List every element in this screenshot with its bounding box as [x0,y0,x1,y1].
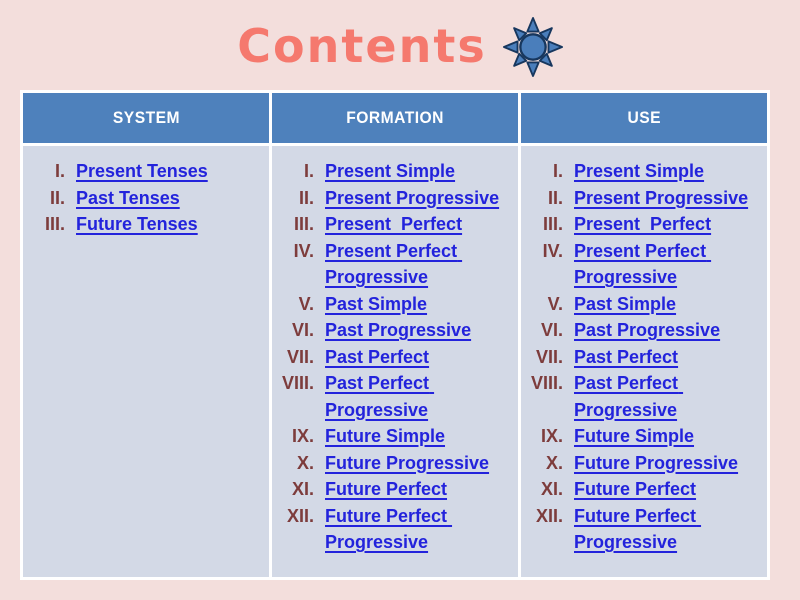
list-item: XII. Future Perfect Progressive [521,503,763,556]
item-numeral: I. [552,161,563,181]
page-title: Contents [237,19,487,73]
item-numeral: VIII. [281,373,314,393]
list-item: XI. Future Perfect [521,476,763,503]
item-numeral: VI. [540,320,563,340]
content-link[interactable]: Future Perfect Progressive [574,505,702,553]
header-system-label: SYSTEM [112,108,180,127]
list-item: VII. Past Perfect [521,344,763,371]
list-item: III. Future Tenses [23,211,265,238]
item-numeral: IX. [540,426,563,446]
content-link[interactable]: Past Perfect [325,346,430,367]
list-item: X. Future Progressive [272,450,514,477]
item-numeral: II. [547,187,563,208]
content-link[interactable]: Present Perfect [574,214,712,234]
list-item: IV. Present Perfect Progressive [521,238,763,291]
list-item: VI. Past Progressive [272,317,514,344]
list-item: I. Present Simple [521,158,763,185]
list-item: X. Future Progressive [521,450,763,477]
list-item: II. Past Tenses [23,185,265,212]
content-link[interactable]: Future Progressive [325,452,490,473]
content-link[interactable]: Present Progressive [574,187,749,208]
content-link[interactable]: Past Simple [574,293,677,314]
item-numeral: III. [293,214,314,234]
content-link[interactable]: Future Perfect [574,479,697,499]
content-link[interactable]: Past Simple [325,293,428,314]
list-item: VIII. Past Perfect Progressive [521,370,763,423]
list-item: IX. Future Simple [272,423,514,450]
item-numeral: VI. [291,320,314,340]
list-item: V. Past Simple [521,291,763,318]
item-numeral: VII. [286,346,314,367]
content-link[interactable]: Present Perfect Progressive [325,240,463,288]
header-system: SYSTEM [23,93,269,143]
item-numeral: V. [298,293,314,314]
content-link[interactable]: Future Perfect Progressive [325,505,453,553]
content-link[interactable]: Present Simple [325,161,456,181]
item-numeral: XII. [535,505,563,526]
content-link[interactable]: Past Progressive [325,320,472,340]
header-use-label: USE [627,108,661,127]
content-link[interactable]: Future Simple [325,426,446,446]
content-link[interactable]: Future Simple [574,426,695,446]
title-row: Contents [0,6,800,86]
list-item: IX. Future Simple [521,423,763,450]
content-link[interactable]: Present Simple [574,161,705,181]
content-link[interactable]: Present Perfect [325,214,463,234]
content-link[interactable]: Future Progressive [574,452,739,473]
content-link[interactable]: Present Perfect Progressive [574,240,712,288]
item-numeral: X. [545,452,563,473]
list-item: I. Present Tenses [23,158,265,185]
list-item: III. Present Perfect [521,211,763,238]
item-numeral: II. [298,187,314,208]
item-numeral: III. [542,214,563,234]
list-item: I. Present Simple [272,158,514,185]
item-numeral: V. [547,293,563,314]
item-numeral: IX. [291,426,314,446]
sun-icon [502,17,563,77]
list-item: III. Present Perfect [272,211,514,238]
list-item: II. Present Progressive [521,185,763,212]
content-link[interactable]: Past Tenses [76,187,180,208]
list-item: XII. Future Perfect Progressive [272,503,514,556]
content-link[interactable]: Present Tenses [76,161,208,181]
item-numeral: I. [54,161,65,181]
item-numeral: VII. [535,346,563,367]
list-item: V. Past Simple [272,291,514,318]
item-numeral: III. [44,214,65,234]
header-formation-label: FORMATION [346,108,444,127]
content-link[interactable]: Future Tenses [76,214,198,234]
content-link[interactable]: Past Perfect [574,346,679,367]
list-item: VII. Past Perfect [272,344,514,371]
item-numeral: I. [303,161,314,181]
content-link[interactable]: Past Perfect Progressive [325,373,435,420]
item-numeral: XII. [286,505,314,526]
item-numeral: X. [296,452,314,473]
list-item: VIII. Past Perfect Progressive [272,370,514,423]
list-item: IV. Present Perfect Progressive [272,238,514,291]
header-use: USE [521,93,767,143]
item-numeral: VIII. [530,373,563,393]
item-numeral: XI. [291,479,314,499]
content-link[interactable]: Future Perfect [325,479,448,499]
content-link[interactable]: Present Progressive [325,187,500,208]
item-numeral: IV. [293,240,314,261]
item-numeral: II. [49,187,65,208]
item-numeral: XI. [540,479,563,499]
header-formation: FORMATION [272,93,518,143]
list-item: XI. Future Perfect [272,476,514,503]
item-numeral: IV. [542,240,563,261]
content-link[interactable]: Past Progressive [574,320,721,340]
list-item: II. Present Progressive [272,185,514,212]
list-item: VI. Past Progressive [521,317,763,344]
content-link[interactable]: Past Perfect Progressive [574,373,684,420]
